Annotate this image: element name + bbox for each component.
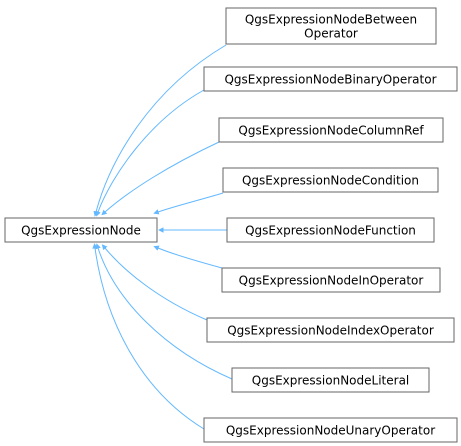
node-box (203, 66, 458, 92)
node-in-operator[interactable]: QgsExpressionNodeInOperator (221, 267, 441, 293)
node-label-line: QgsExpressionNodeUnaryOperator (226, 424, 435, 438)
inheritance-arrow-binary-operator (95, 89, 205, 217)
node-condition[interactable]: QgsExpressionNodeCondition (222, 167, 439, 193)
node-box (221, 267, 441, 293)
node-label-line: QgsExpressionNodeBinaryOperator (224, 73, 436, 87)
inheritance-edges (92, 44, 233, 430)
node-label-line: QgsExpressionNodeCondition (242, 174, 419, 188)
node-label-line: QgsExpressionNodeIndexOperator (227, 324, 434, 338)
node-label-line: Operator (304, 27, 358, 41)
node-box (225, 7, 437, 45)
node-index-operator[interactable]: QgsExpressionNodeIndexOperator (206, 317, 455, 343)
node-label-line: QgsExpressionNodeFunction (245, 224, 416, 238)
inheritance-arrow-condition (153, 192, 224, 215)
node-box (203, 417, 458, 443)
inheritance-arrow-index-operator (101, 244, 208, 321)
node-box (218, 117, 444, 143)
node-function[interactable]: QgsExpressionNodeFunction (226, 217, 435, 243)
inheritance-arrow-literal (95, 243, 233, 380)
node-box (231, 367, 430, 393)
node-box (226, 217, 435, 243)
node-box (206, 317, 455, 343)
node-unary-operator[interactable]: QgsExpressionNodeUnaryOperator (203, 417, 458, 443)
node-column-ref[interactable]: QgsExpressionNodeColumnRef (218, 117, 444, 143)
node-box (4, 217, 158, 243)
inheritance-arrow-between-operator (93, 44, 227, 217)
node-literal[interactable]: QgsExpressionNodeLiteral (231, 367, 430, 393)
inheritance-arrow-unary-operator (92, 243, 205, 430)
node-qgsexpressionnode[interactable]: QgsExpressionNode (4, 217, 158, 243)
node-label-line: QgsExpressionNodeColumnRef (238, 124, 424, 138)
node-box (222, 167, 439, 193)
inheritance-arrow-column-ref (101, 141, 220, 216)
node-label-line: QgsExpressionNodeLiteral (252, 374, 410, 388)
node-label: QgsExpressionNode (21, 224, 141, 238)
node-label-line: QgsExpressionNodeBetween (245, 13, 417, 27)
node-label-line: QgsExpressionNodeInOperator (239, 274, 424, 288)
inheritance-arrow-in-operator (153, 245, 223, 269)
derived-class-nodes: QgsExpressionNodeBetweenOperatorQgsExpre… (203, 7, 458, 443)
node-binary-operator[interactable]: QgsExpressionNodeBinaryOperator (203, 66, 458, 92)
